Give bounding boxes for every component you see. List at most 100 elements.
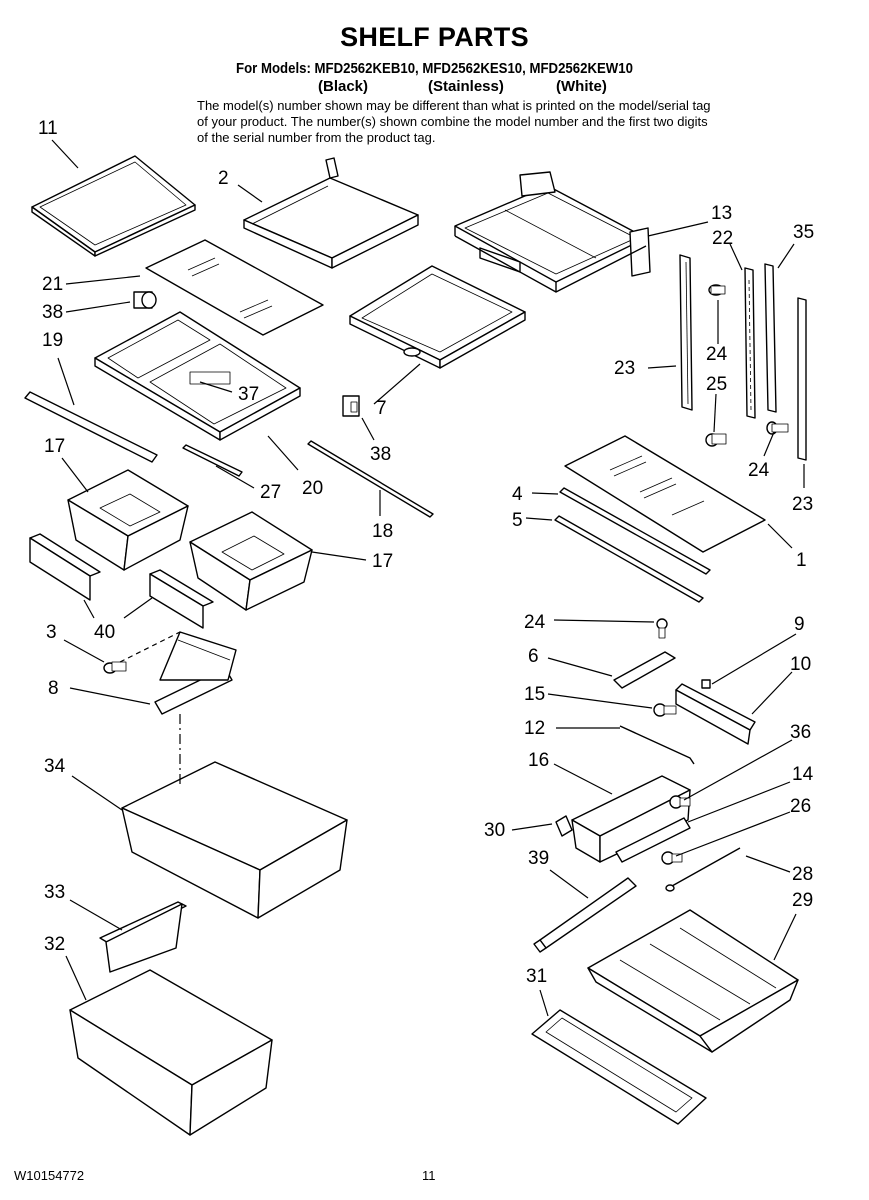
part-33-divider — [99, 901, 187, 973]
part-19-trim — [24, 391, 158, 463]
part-24-screw-c — [656, 618, 668, 639]
part-17-drawer-a — [67, 469, 189, 571]
callout-28: 28 — [792, 864, 813, 885]
callout-22: 22 — [712, 228, 733, 249]
part-22-rail — [744, 267, 756, 419]
part-5-strip — [554, 515, 704, 603]
callout-30: 30 — [484, 820, 505, 841]
part-39-trim — [533, 877, 637, 953]
callout-21: 21 — [42, 274, 63, 295]
part-14-strip — [615, 817, 691, 863]
part-16-housing — [571, 775, 691, 863]
part-35-rail — [764, 263, 777, 413]
part-36-screw — [669, 795, 691, 809]
callout-11: 11 — [38, 118, 58, 139]
part-3-screw — [103, 661, 127, 674]
callout-24-c: 24 — [524, 612, 546, 633]
callout-1: 1 — [796, 550, 807, 571]
callout-26: 26 — [790, 796, 811, 817]
part-24-screw-b — [766, 421, 789, 435]
part-32-wire-basket — [69, 969, 273, 1136]
variant-black: (Black) — [318, 78, 369, 95]
callout-37: 37 — [238, 384, 259, 405]
callout-25: 25 — [706, 374, 727, 395]
part-17-drawer-b — [189, 511, 313, 611]
leader-lines — [51, 139, 805, 1017]
callout-36: 36 — [790, 722, 811, 743]
part-20-crisper-cover — [94, 311, 301, 441]
callout-3: 3 — [46, 622, 57, 643]
callout-16: 16 — [528, 750, 549, 771]
callout-19: 19 — [42, 330, 63, 351]
callout-17-a: 17 — [44, 436, 65, 457]
variant-white: (White) — [556, 78, 607, 95]
callout-7: 7 — [376, 398, 387, 419]
part-10-bracket — [675, 683, 756, 745]
part-11-shelf — [31, 155, 196, 257]
part-27-strip — [182, 444, 243, 477]
part-23-rail-left — [679, 254, 693, 411]
page-number: 11 — [422, 1168, 436, 1183]
callout-38-a: 38 — [42, 302, 63, 323]
callout-33: 33 — [44, 882, 65, 903]
part-15-screw — [653, 703, 677, 717]
callout-20: 20 — [302, 478, 323, 499]
part-25-screw — [705, 433, 727, 447]
part-23-rail-right — [797, 297, 807, 461]
callout-15: 15 — [524, 684, 545, 705]
part-8-bracket — [154, 631, 237, 715]
part-38-clip-a — [133, 291, 157, 309]
part-29-tray — [587, 909, 799, 1053]
callout-17-b: 17 — [372, 551, 393, 572]
callout-39: 39 — [528, 848, 549, 869]
callout-23-a: 23 — [614, 358, 635, 379]
model-note: The model(s) number shown may be differe… — [197, 98, 711, 145]
callout-32: 32 — [44, 934, 65, 955]
callout-18: 18 — [372, 521, 393, 542]
part-18-rod — [307, 440, 434, 518]
variant-stainless: (Stainless) — [428, 78, 504, 95]
part-13-frame-assembly — [454, 171, 651, 293]
callout-13: 13 — [711, 203, 732, 224]
part-1-glass-shelf — [564, 435, 766, 553]
callout-12: 12 — [524, 718, 545, 739]
part-26-screw — [661, 851, 683, 865]
callout-35: 35 — [793, 222, 814, 243]
document-number: W10154772 — [14, 1168, 85, 1183]
callout-24-b: 24 — [748, 460, 770, 481]
callout-27: 27 — [260, 482, 281, 503]
page-title: SHELF PARTS — [340, 22, 529, 52]
part-21-glass — [145, 239, 324, 336]
part-9-clip — [701, 679, 711, 689]
part-6-bracket — [613, 651, 676, 689]
callout-23-b: 23 — [792, 494, 813, 515]
callout-14: 14 — [792, 764, 814, 785]
part-12-rod — [619, 725, 695, 765]
part-40-front-b — [149, 569, 214, 629]
callout-2: 2 — [218, 168, 229, 189]
callout-10: 10 — [790, 654, 811, 675]
part-40-front-a — [29, 533, 101, 601]
callout-labels: 11 2 13 22 35 21 38 19 37 7 24 23 25 38 … — [38, 118, 814, 987]
part-38-clip-b — [342, 395, 360, 417]
callout-24-a: 24 — [706, 344, 728, 365]
callout-31: 31 — [526, 966, 547, 987]
part-4-strip — [559, 487, 711, 575]
callout-9: 9 — [794, 614, 805, 635]
part-30-clip — [555, 815, 573, 837]
callout-5: 5 — [512, 510, 523, 531]
callout-29: 29 — [792, 890, 813, 911]
part-24-screw-a — [708, 284, 726, 296]
part-34-wire-basket — [121, 761, 348, 919]
model-numbers: For Models: MFD2562KEB10, MFD2562KES10, … — [236, 60, 633, 77]
callout-40: 40 — [94, 622, 115, 643]
part-7-shelf — [349, 265, 526, 369]
callout-8: 8 — [48, 678, 59, 699]
part-2-slide-shelf — [243, 157, 419, 269]
part-31-cover — [531, 1009, 707, 1125]
callout-38-b: 38 — [370, 444, 391, 465]
part-28-rod — [665, 847, 741, 892]
callout-34: 34 — [44, 756, 66, 777]
callout-4: 4 — [512, 484, 523, 505]
